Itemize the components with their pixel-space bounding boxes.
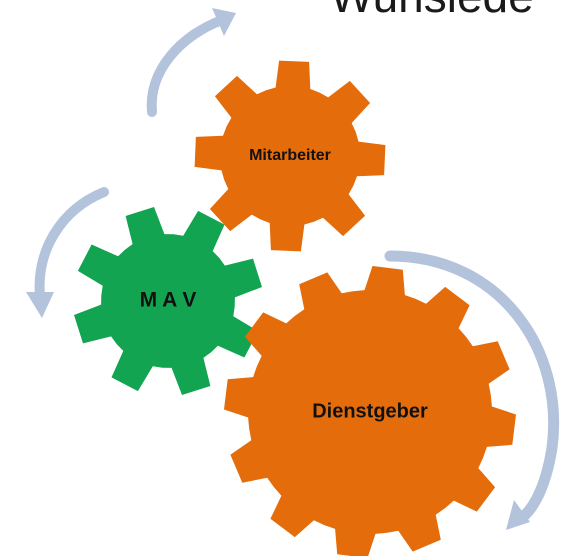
gear-mitarbeiter xyxy=(194,60,386,252)
gear-label-mitarbeiter: Mitarbeiter xyxy=(249,147,331,164)
gear-label-dienstgeber: Dienstgeber xyxy=(312,400,428,422)
cycle-arrow-left-head xyxy=(26,292,54,318)
cycle-arrow-right-head xyxy=(506,500,530,530)
cycle-arrow-right xyxy=(384,250,559,526)
cycle-arrow-top-head xyxy=(212,8,236,36)
gear-label-mav: M A V xyxy=(140,289,197,312)
slide-title-fragment: Wunsiede xyxy=(330,0,534,22)
cycle-arrow-left xyxy=(34,187,109,301)
gear-dienstgeber xyxy=(224,266,516,556)
cycle-arrow-top xyxy=(146,15,227,117)
gear-mav xyxy=(74,207,262,395)
